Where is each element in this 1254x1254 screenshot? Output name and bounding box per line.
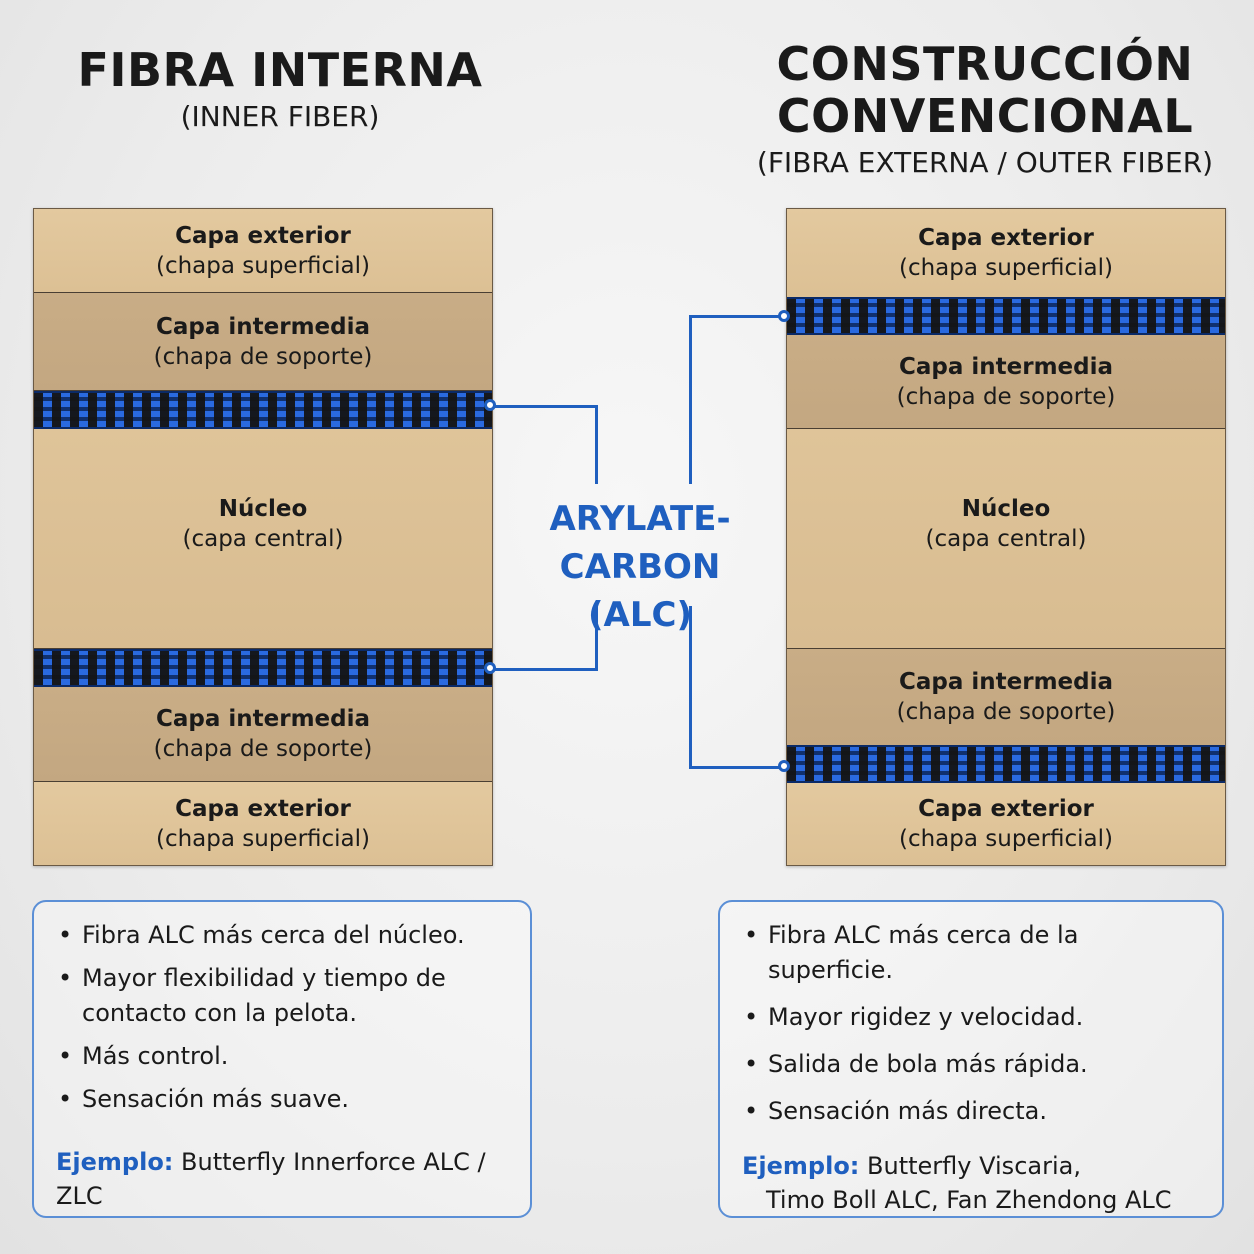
left-fiber-layer-bottom <box>34 649 492 687</box>
left-bullet-list: Fibra ALC más cerca del núcleo. Mayor fl… <box>56 918 512 1117</box>
layer-subtitle: (chapa superficial) <box>155 825 371 852</box>
example-text-line2: Timo Boll ALC, Fan Zhendong ALC <box>766 1186 1172 1214</box>
right-fiber-layer-bottom <box>787 745 1225 783</box>
example-label: Ejemplo: <box>742 1152 860 1180</box>
right-layer-middle-top: Capa intermedia (chapa de soporte) <box>787 335 1225 429</box>
layer-title: Capa intermedia <box>898 353 1114 380</box>
list-item: Sensación más suave. <box>56 1082 512 1117</box>
list-item: Más control. <box>56 1039 512 1074</box>
left-layer-stack: Capa exterior (chapa superficial) Capa i… <box>33 208 493 866</box>
right-layer-core: Núcleo (capa central) <box>787 429 1225 649</box>
layer-subtitle: (chapa de soporte) <box>153 343 373 370</box>
layer-subtitle: (chapa de soporte) <box>896 383 1116 410</box>
layer-title: Capa intermedia <box>898 669 1114 695</box>
list-item: Sensación más directa. <box>742 1094 1204 1129</box>
list-item: Fibra ALC más cerca de la superficie. <box>742 918 1204 988</box>
right-example: Ejemplo: Butterfly Viscaria, Timo Boll A… <box>742 1149 1204 1217</box>
right-info-box: Fibra ALC más cerca de la superficie. Ma… <box>718 900 1224 1218</box>
example-text-line1: Butterfly Viscaria, <box>867 1152 1081 1180</box>
right-title-line1: CONSTRUCCIÓN <box>776 37 1194 91</box>
connector-dot <box>484 399 496 411</box>
layer-title: Capa exterior <box>175 222 351 249</box>
connector-dot <box>778 760 790 772</box>
alc-label-line2: (ALC) <box>587 595 692 635</box>
connector-right-bottom <box>689 606 789 769</box>
left-title: FIBRA INTERNA <box>77 43 483 97</box>
example-label: Ejemplo: <box>56 1148 174 1176</box>
alc-label: ARYLATE-CARBON (ALC) <box>500 495 780 639</box>
list-item: Mayor rigidez y velocidad. <box>742 1000 1204 1035</box>
left-layer-outer-top: Capa exterior (chapa superficial) <box>34 209 492 293</box>
connector-dot <box>778 310 790 322</box>
left-layer-outer-bottom: Capa exterior (chapa superficial) <box>34 782 492 865</box>
left-layer-core: Núcleo (capa central) <box>34 429 492 649</box>
layer-subtitle: (chapa de soporte) <box>153 736 373 762</box>
layer-title: Capa exterior <box>175 795 351 822</box>
right-layer-outer-bottom: Capa exterior (chapa superficial) <box>787 783 1225 865</box>
left-layer-middle-top: Capa intermedia (chapa de soporte) <box>34 293 492 391</box>
connector-dot <box>484 662 496 674</box>
layer-title: Núcleo <box>218 495 308 522</box>
layer-subtitle: (chapa superficial) <box>898 826 1114 852</box>
list-item: Mayor flexibilidad y tiempo de contacto … <box>56 961 512 1031</box>
connector-left-bottom <box>491 606 598 671</box>
layer-title: Núcleo <box>961 495 1051 522</box>
layer-title: Capa exterior <box>918 225 1094 251</box>
connector-left-top <box>491 405 598 484</box>
connector-right-top <box>689 315 789 484</box>
list-item: Salida de bola más rápida. <box>742 1047 1204 1082</box>
right-layer-stack: Capa exterior (chapa superficial) Capa i… <box>786 208 1226 866</box>
layer-subtitle: (capa central) <box>182 525 344 552</box>
layer-subtitle: (capa central) <box>925 525 1087 552</box>
right-fiber-layer-top <box>787 297 1225 335</box>
left-info-box: Fibra ALC más cerca del núcleo. Mayor fl… <box>32 900 532 1218</box>
layer-subtitle: (chapa de soporte) <box>896 699 1116 725</box>
example-text: Butterfly Innerforce ALC / ZLC <box>56 1148 486 1210</box>
layer-subtitle: (chapa superficial) <box>155 252 371 279</box>
right-title-line2: CONVENCIONAL <box>776 89 1194 143</box>
left-fiber-layer-top <box>34 391 492 429</box>
left-layer-middle-bottom: Capa intermedia (chapa de soporte) <box>34 687 492 782</box>
list-item: Fibra ALC más cerca del núcleo. <box>56 918 512 953</box>
right-layer-outer-top: Capa exterior (chapa superficial) <box>787 209 1225 297</box>
layer-title: Capa intermedia <box>155 313 371 340</box>
right-bullet-list: Fibra ALC más cerca de la superficie. Ma… <box>742 918 1204 1129</box>
right-layer-middle-bottom: Capa intermedia (chapa de soporte) <box>787 649 1225 745</box>
alc-label-line1: ARYLATE-CARBON <box>549 499 731 587</box>
left-example: Ejemplo: Butterfly Innerforce ALC / ZLC <box>56 1145 512 1213</box>
layer-title: Capa exterior <box>918 796 1094 822</box>
layer-title: Capa intermedia <box>155 706 371 732</box>
right-subtitle: (FIBRA EXTERNA / OUTER FIBER) <box>756 146 1214 179</box>
layer-subtitle: (chapa superficial) <box>898 255 1114 281</box>
left-subtitle: (INNER FIBER) <box>180 100 380 133</box>
